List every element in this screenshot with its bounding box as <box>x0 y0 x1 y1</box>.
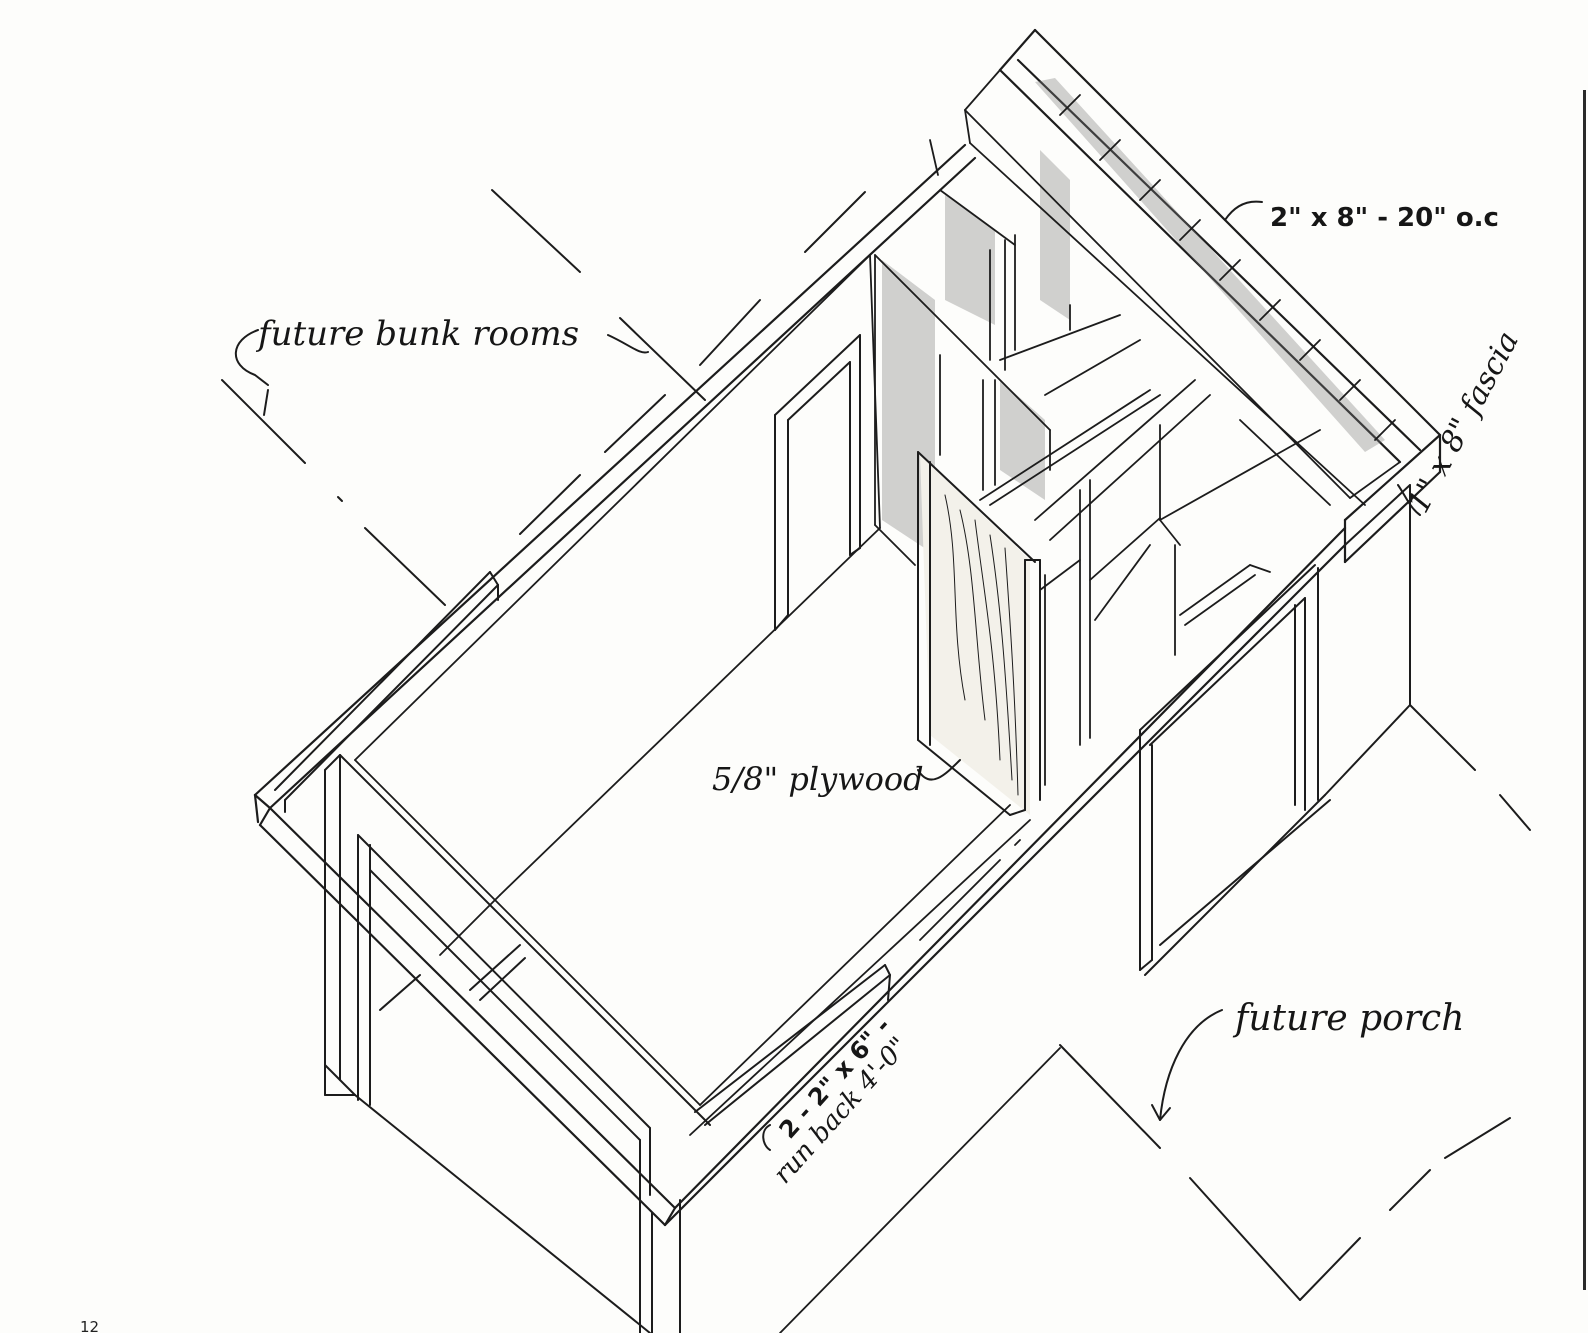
bunk-rooms-outline <box>221 189 866 606</box>
porch-label-group: future porch <box>1151 998 1464 1121</box>
fascia-label: 1" x 8" fascia <box>1401 326 1526 519</box>
rear-top-plate <box>998 28 1442 564</box>
front-window <box>357 834 651 1201</box>
right-door <box>1139 564 1331 971</box>
plywood-panel <box>917 451 1041 816</box>
porch-outline <box>1059 1044 1511 1301</box>
ceiling-joists <box>929 69 1401 506</box>
front-wall-frame <box>324 754 711 1333</box>
bunk-wall-stub <box>274 571 499 813</box>
bunk-rooms-label: future bunk rooms <box>255 314 579 354</box>
plywood-label-group: 5/8" plywood <box>712 759 961 798</box>
interior-partitions <box>874 189 1331 786</box>
right-wall <box>1144 484 1531 976</box>
joist-label: 2" x 8" - 20" o.c <box>1270 203 1499 233</box>
joist-shading <box>882 78 1385 555</box>
left-door <box>774 334 861 631</box>
header-run-back <box>694 964 891 1126</box>
bunk-rooms-label-group: future bunk rooms <box>234 314 649 416</box>
front-wall-edges <box>689 819 1061 1333</box>
page-edge <box>1583 90 1586 1290</box>
page-number: 12 <box>80 1318 100 1336</box>
front-wall-top-plate <box>258 526 1347 1227</box>
run-back-label-group: 2 - 2" x 6" - run back 4'-0" <box>762 1012 915 1190</box>
joist-label-group: 2" x 8" - 20" o.c <box>1224 200 1499 233</box>
floor-outline <box>354 254 1011 1106</box>
plywood-label: 5/8" plywood <box>712 760 924 798</box>
porch-label: future porch <box>1232 998 1464 1039</box>
fascia-label-group: 1" x 8" fascia <box>1397 326 1526 519</box>
left-wall-top-plate <box>253 143 977 827</box>
